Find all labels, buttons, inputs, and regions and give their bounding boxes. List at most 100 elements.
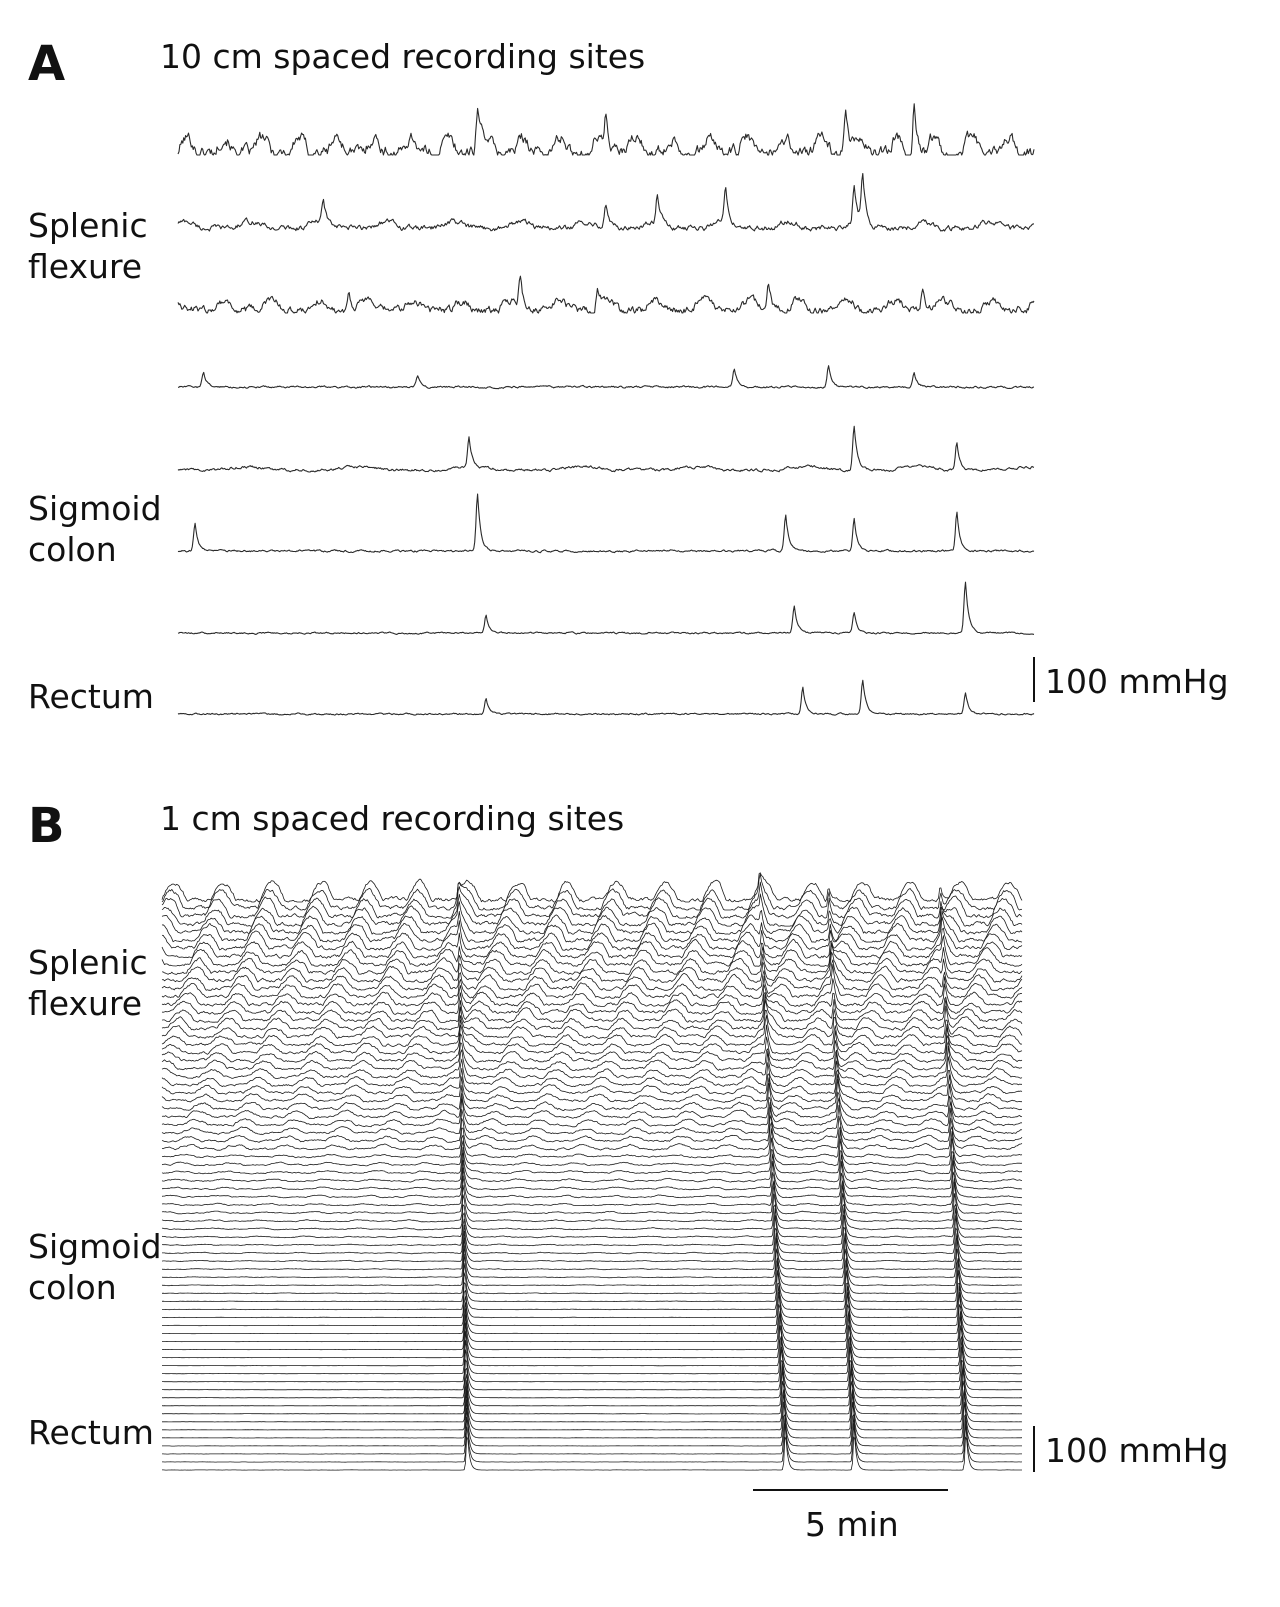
panel-b-trace (161, 1152, 1023, 1183)
panel-a-label-rectum: Rectum (28, 677, 154, 716)
panel-a-label-sigmoid-text: Sigmoid colon (28, 489, 162, 570)
panel-b-trace (161, 1363, 1023, 1399)
panel-b-label-rectum: Rectum (28, 1413, 154, 1452)
panel-b-trace (161, 1330, 1023, 1367)
panel-b-trace (161, 1308, 1023, 1343)
panel-b-trace (161, 999, 1023, 1031)
panel-b-trace (161, 1033, 1023, 1063)
panel-b-label-splenic-text: Splenic flexure (28, 943, 148, 1024)
panel-a-label-splenic: Splenic flexure (28, 205, 158, 288)
panel-b-trace (161, 1214, 1023, 1247)
panel-b-trace (161, 1137, 1023, 1167)
panel-b-trace (161, 994, 1023, 1023)
panel-b-title: 1 cm spaced recording sites (160, 799, 625, 838)
panel-b-trace (162, 1359, 1022, 1391)
panel-b-trace (161, 911, 1023, 943)
panel-b-trace (162, 1224, 1023, 1255)
panel-b-trace (161, 1045, 1023, 1079)
panel-b-label-splenic: Splenic flexure (28, 942, 158, 1025)
panel-b-trace (161, 1068, 1023, 1095)
panel-b-trace (161, 1175, 1023, 1207)
panel-b-trace (162, 1391, 1023, 1431)
panel-b-trace (161, 901, 1023, 935)
panel-b-trace (161, 1285, 1023, 1319)
panel-b-trace (161, 1041, 1023, 1071)
panel-a-scale-label: 100 mmHg (1045, 662, 1229, 701)
panel-b-label-sigmoid: Sigmoid colon (28, 1226, 162, 1309)
panel-b-scale-label: 100 mmHg (1045, 1431, 1229, 1470)
panel-a-traces (177, 103, 1035, 716)
panel-b-trace (161, 951, 1023, 983)
panel-b-trace (161, 1009, 1023, 1039)
panel-b-trace (161, 1291, 1023, 1327)
panel-b-trace (162, 1385, 1023, 1423)
panel-b-trace (161, 873, 1023, 911)
panel-b-trace (161, 1230, 1023, 1263)
panel-b-trace (161, 1270, 1022, 1303)
panel-b-trace (161, 964, 1023, 999)
panel-b-trace (161, 1091, 1023, 1119)
panel-b-trace (162, 943, 1023, 975)
panel-a-trace (177, 275, 1035, 314)
panel-a-trace (177, 172, 1034, 232)
panel-b-trace (162, 1338, 1022, 1375)
panel-b-trace (161, 1181, 1023, 1215)
panel-b-trace (161, 881, 1023, 919)
panel-b-trace (161, 935, 1023, 967)
panel-b-trace (161, 1237, 1023, 1271)
panel-b-trace (162, 1128, 1023, 1159)
panel-b-trace (162, 1436, 1022, 1471)
panel-b-trace (161, 1260, 1023, 1295)
panel-a-letter: A (28, 36, 66, 92)
panel-b-label-sigmoid-text: Sigmoid colon (28, 1227, 162, 1308)
panel-b-trace (162, 1399, 1023, 1439)
panel-b-trace (161, 959, 1023, 991)
panel-b-trace (161, 1115, 1023, 1143)
panel-b-trace (162, 1407, 1022, 1447)
panel-b-trace (161, 1368, 1022, 1407)
panel-a-label-sigmoid: Sigmoid colon (28, 488, 162, 571)
panel-b-trace (161, 1078, 1023, 1111)
panel-a-title: 10 cm spaced recording sites (160, 37, 646, 76)
panel-b-letter: B (28, 798, 65, 854)
panel-b-trace (161, 1193, 1023, 1223)
panel-b-trace (162, 1159, 1023, 1191)
panel-b-trace (162, 1416, 1022, 1455)
panel-b-trace (161, 1245, 1023, 1279)
panel-b-trace (161, 1097, 1022, 1128)
panel-b-trace (161, 1253, 1022, 1287)
panel-b-trace (161, 991, 1023, 1015)
panel-b-trace (161, 1167, 1023, 1199)
panel-b-trace (161, 1122, 1023, 1151)
panel-b-trace (161, 1322, 1022, 1359)
panel-a-trace (177, 425, 1035, 473)
panel-b-trace (162, 1302, 1023, 1335)
panel-b-trace (162, 1346, 1022, 1383)
panel-a-trace (177, 365, 1035, 390)
panel-b-trace (161, 1104, 1023, 1135)
panel-a-trace (177, 679, 1035, 716)
panel-a-trace (177, 581, 1035, 635)
panel-b-trace (161, 1379, 1023, 1415)
panel-b-trace (161, 1073, 1022, 1103)
panel-b-trace (161, 978, 1023, 1007)
panel-a-trace (177, 493, 1035, 554)
panel-a-label-splenic-text: Splenic flexure (28, 206, 148, 287)
panel-b-trace (161, 927, 1023, 959)
panel-b-trace (161, 1056, 1022, 1087)
panel-b-traces (161, 872, 1023, 1471)
panel-b-trace (161, 916, 1023, 951)
panel-b-time-label: 5 min (805, 1505, 899, 1544)
panel-b-trace (161, 893, 1023, 927)
panel-b-trace (161, 1024, 1023, 1055)
panel-b-trace (161, 1314, 1022, 1351)
panel-b-trace (161, 1203, 1023, 1231)
panel-b-trace (161, 1146, 1023, 1175)
panel-b-trace (161, 1282, 1023, 1311)
panel-b-trace (161, 1015, 1023, 1047)
panel-b-trace (162, 1423, 1023, 1463)
panel-b-trace (161, 1207, 1023, 1239)
panel-a-trace (177, 103, 1035, 156)
panel-b-trace (161, 872, 1023, 903)
